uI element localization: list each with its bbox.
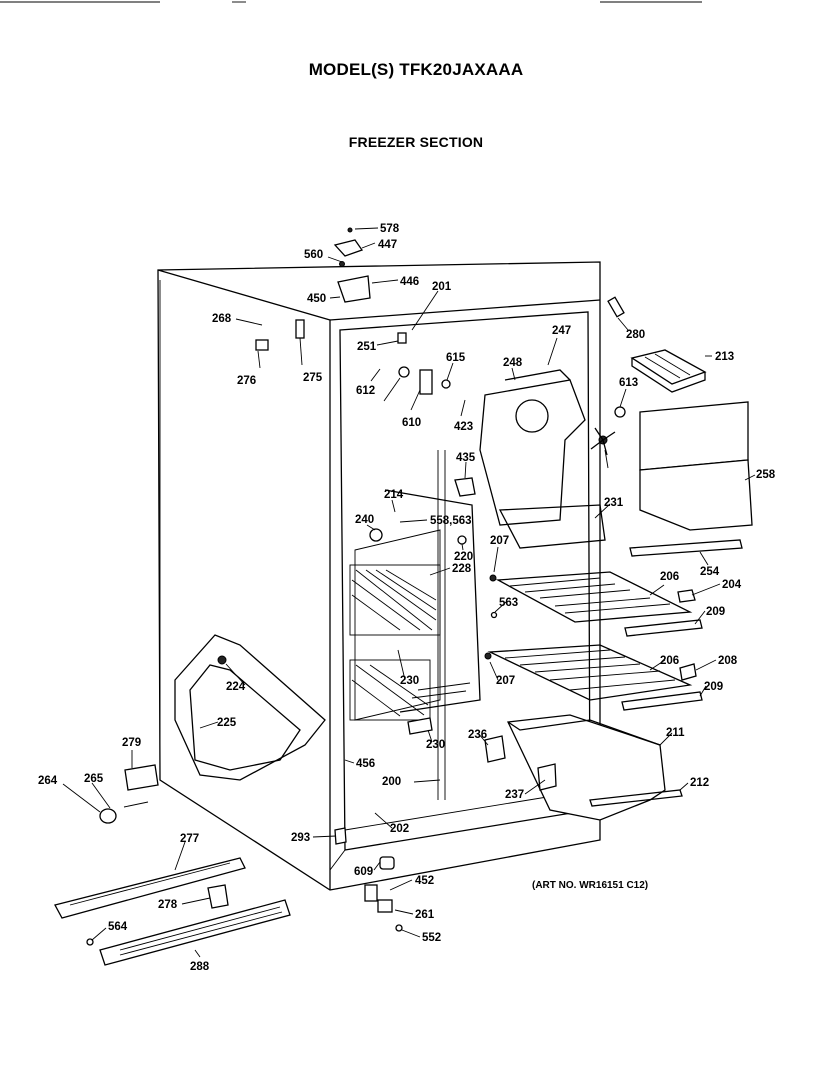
hardware-parts bbox=[86, 227, 697, 946]
callout-label: 456 bbox=[356, 758, 375, 770]
callout-label: 265 bbox=[84, 773, 104, 785]
callout-label: 247 bbox=[552, 325, 571, 337]
callout-label: 612 bbox=[356, 385, 375, 397]
callout-label: 258 bbox=[756, 469, 776, 481]
callout-label: 240 bbox=[355, 514, 374, 526]
callout-label: 552 bbox=[422, 932, 441, 944]
callout-label: 277 bbox=[180, 833, 199, 845]
callout-label: 231 bbox=[604, 497, 624, 509]
callout-label: 275 bbox=[303, 372, 323, 384]
callout-label: 423 bbox=[454, 421, 473, 433]
callout-label: 276 bbox=[237, 375, 256, 387]
callout-label: 563 bbox=[499, 597, 518, 609]
callout-label: 207 bbox=[490, 535, 509, 547]
callout-label: 220 bbox=[454, 551, 473, 563]
callout-label: 211 bbox=[666, 727, 685, 739]
callout-label: 248 bbox=[503, 357, 523, 369]
callout-label: 207 bbox=[496, 675, 515, 687]
callout-label: 288 bbox=[190, 961, 210, 973]
section-title: FREEZER SECTION bbox=[348, 134, 484, 150]
callout-label: 435 bbox=[456, 452, 476, 464]
callout-label: 293 bbox=[291, 832, 310, 844]
callout-label: 204 bbox=[722, 579, 742, 591]
callout-label: 201 bbox=[432, 281, 452, 293]
callout-label: 615 bbox=[446, 352, 466, 364]
part-280 bbox=[607, 296, 625, 318]
front-bracket bbox=[124, 764, 159, 791]
callout-label: 278 bbox=[158, 899, 178, 911]
callout-label: 237 bbox=[505, 789, 524, 801]
icemaker-bracket bbox=[174, 634, 326, 781]
callout-label: 452 bbox=[415, 875, 434, 887]
bottom-rail bbox=[54, 857, 246, 919]
callout-label: 264 bbox=[38, 775, 58, 787]
callout-label: 200 bbox=[382, 776, 401, 788]
callout-label: 254 bbox=[700, 566, 720, 578]
callout-label: 446 bbox=[400, 276, 419, 288]
callout-label: 202 bbox=[390, 823, 409, 835]
callout-label: 560 bbox=[304, 249, 323, 261]
callout-label: 213 bbox=[715, 351, 734, 363]
callout-label: 280 bbox=[626, 329, 645, 341]
callout-label: 268 bbox=[212, 313, 232, 325]
art-number: (ART NO. WR16151 C12) bbox=[532, 880, 649, 891]
callout-label: 206 bbox=[660, 655, 679, 667]
ice-tray bbox=[630, 349, 707, 393]
callout-label: 279 bbox=[122, 737, 141, 749]
model-title: MODEL(S) TFK20JAXAAA bbox=[308, 60, 524, 79]
callout-label: 230 bbox=[426, 739, 445, 751]
callout-label: 206 bbox=[660, 571, 679, 583]
freezer-cabinet bbox=[157, 261, 601, 891]
callout-label: 225 bbox=[217, 717, 237, 729]
freezer-basket bbox=[507, 714, 683, 821]
roller bbox=[99, 801, 149, 824]
callout-label: 558,563 bbox=[430, 515, 472, 527]
wire-shelf-lower bbox=[487, 644, 703, 711]
leader-lines bbox=[62, 227, 756, 958]
evaporator-cover bbox=[384, 489, 481, 713]
toe-grille bbox=[99, 899, 291, 966]
callout-label: 613 bbox=[619, 377, 638, 389]
callout-label: 447 bbox=[378, 239, 397, 251]
callout-labels: 578 447 560 446 450 201 268 280 213 251 247 248 615 6… bbox=[38, 223, 776, 973]
wire-shelf-upper bbox=[495, 571, 703, 637]
callout-label: 578 bbox=[380, 223, 400, 235]
callout-label: 610 bbox=[402, 417, 421, 429]
callout-label: 212 bbox=[690, 777, 709, 789]
callout-label: 251 bbox=[357, 341, 377, 353]
callout-label: 261 bbox=[415, 909, 435, 921]
rear-panel bbox=[629, 401, 753, 557]
air-duct bbox=[479, 369, 606, 549]
callout-label: 228 bbox=[452, 563, 472, 575]
callout-label: 450 bbox=[307, 293, 326, 305]
callout-label: 609 bbox=[354, 866, 373, 878]
evaporator-coil bbox=[349, 564, 441, 721]
callout-label: 209 bbox=[706, 606, 725, 618]
callout-label: 564 bbox=[108, 921, 128, 933]
callout-label: 224 bbox=[226, 681, 246, 693]
fan-blade bbox=[590, 427, 616, 456]
callout-label: 209 bbox=[704, 681, 723, 693]
callout-label: 214 bbox=[384, 489, 404, 501]
callout-label: 236 bbox=[468, 729, 487, 741]
callout-label: 208 bbox=[718, 655, 738, 667]
callout-label: 230 bbox=[400, 675, 419, 687]
